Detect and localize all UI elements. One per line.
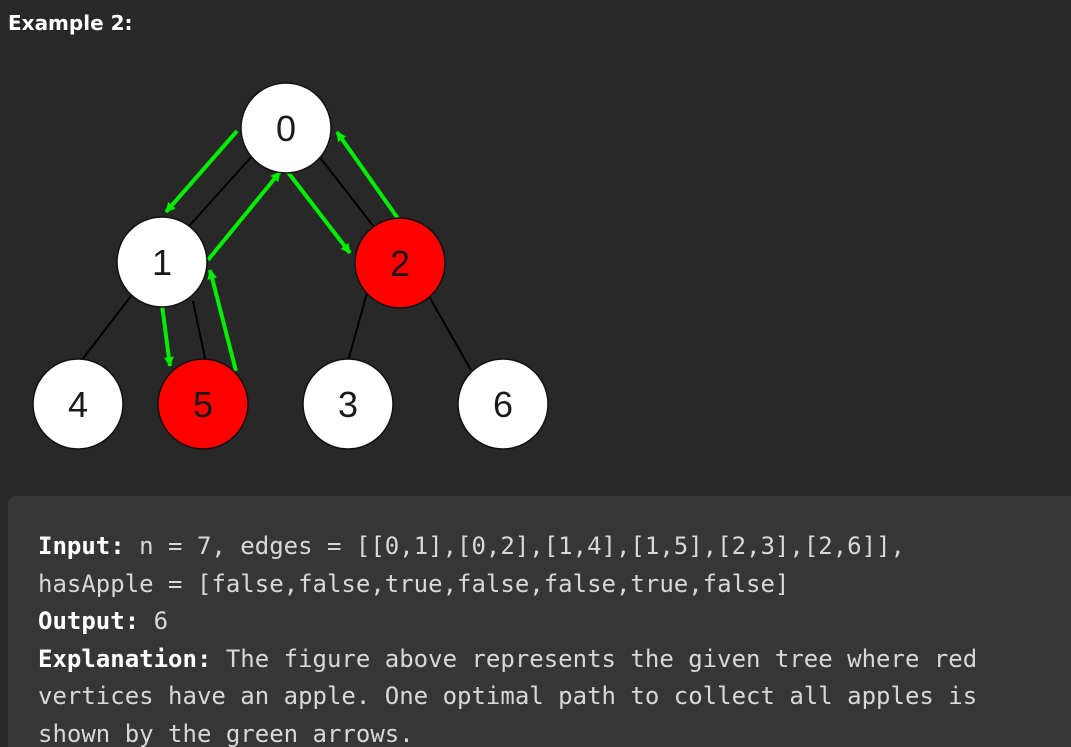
edge-0-2: [317, 154, 379, 233]
input-line-1: n = 7, edges = [[0,1],[0,2],[1,4],[1,5],…: [124, 532, 905, 560]
output-label: Output:: [38, 607, 140, 635]
node-4-circle: [32, 358, 124, 450]
node-0-circle: [240, 82, 332, 174]
input-line-2: hasApple = [false,false,true,false,false…: [38, 569, 790, 598]
edge-0-1: [180, 154, 254, 236]
arrow-5-to-1: [207, 269, 238, 372]
edge-2-3: [347, 292, 368, 362]
node-5-label: 5: [193, 384, 213, 425]
arrow-1-to-5: [160, 304, 174, 367]
node-2-label: 2: [390, 243, 410, 284]
edge-2-6: [429, 297, 472, 371]
arrow-0-to-2: [285, 169, 352, 255]
node-1-circle: [116, 216, 208, 308]
node-5: 5: [157, 358, 249, 450]
node-6: 6: [457, 358, 549, 450]
tree-nodes: 0 1 2 4 5 3 6: [32, 82, 549, 450]
arrow-2-to-0: [335, 130, 401, 222]
node-3-circle: [302, 358, 394, 450]
output-value: 6: [139, 607, 169, 635]
node-6-circle: [457, 358, 549, 450]
arrow-0-to-1: [164, 129, 239, 214]
arrow-1-to-0: [206, 170, 282, 262]
node-6-label: 6: [493, 384, 513, 425]
node-4: 4: [32, 358, 124, 450]
edge-1-4: [77, 295, 132, 366]
example-io-block: [8, 496, 1071, 747]
input-label: Input:: [38, 532, 125, 560]
node-4-label: 4: [68, 384, 88, 425]
node-0: 0: [240, 82, 332, 174]
node-3-label: 3: [338, 384, 358, 425]
tree-edges: [77, 154, 472, 371]
explanation-label: Explanation:: [38, 644, 212, 673]
node-0-label: 0: [276, 108, 296, 149]
example-heading: Example 2:: [8, 11, 133, 35]
explanation-line-3: shown by the green arrows.: [38, 719, 414, 747]
node-3: 3: [302, 358, 394, 450]
node-2-circle: [354, 217, 446, 309]
node-1: 1: [116, 216, 208, 308]
explanation-line-2: vertices have an apple. One optimal path…: [38, 682, 978, 710]
node-1-label: 1: [152, 242, 172, 283]
node-2: 2: [354, 217, 446, 309]
example-io-text: Input: n = 7, edges = [[0,1],[0,2],[1,4]…: [38, 528, 977, 747]
path-arrows: [160, 129, 401, 372]
explanation-line-1: The figure above represents the given tr…: [211, 644, 978, 673]
tree-figure: 0 1 2 4 5 3 6: [32, 82, 549, 450]
edge-1-5: [192, 300, 207, 364]
node-5-circle: [157, 358, 249, 450]
